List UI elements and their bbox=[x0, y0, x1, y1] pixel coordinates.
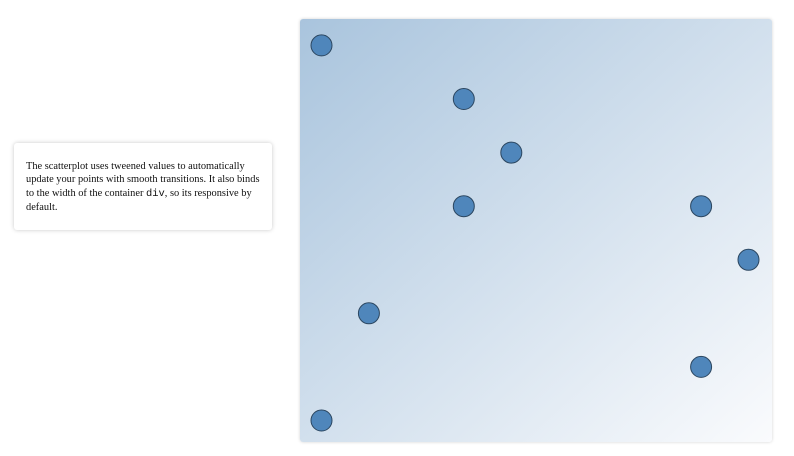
scatter-point-8 bbox=[690, 355, 713, 378]
scatter-point-3 bbox=[500, 141, 523, 164]
description-text-part-1: The scatterplot uses tweened values to a… bbox=[26, 161, 260, 199]
scatter-point-2 bbox=[452, 88, 475, 110]
scatter-point-4 bbox=[452, 195, 475, 218]
scatter-point-6 bbox=[737, 248, 760, 271]
scatterplot-chart bbox=[300, 19, 772, 442]
description-code-div: div bbox=[146, 187, 165, 200]
points-layer bbox=[310, 34, 760, 432]
scatterplot-panel bbox=[300, 19, 772, 442]
scatter-point-7 bbox=[357, 302, 380, 325]
description-card: The scatterplot uses tweened values to a… bbox=[14, 143, 272, 230]
scatter-point-9 bbox=[310, 409, 333, 432]
scatter-point-5 bbox=[690, 195, 713, 218]
description-text: The scatterplot uses tweened values to a… bbox=[26, 160, 260, 214]
plot-background bbox=[300, 19, 772, 442]
scatter-point-1 bbox=[310, 34, 333, 57]
description-text-part-2: , so its responsive by default. bbox=[26, 187, 252, 213]
